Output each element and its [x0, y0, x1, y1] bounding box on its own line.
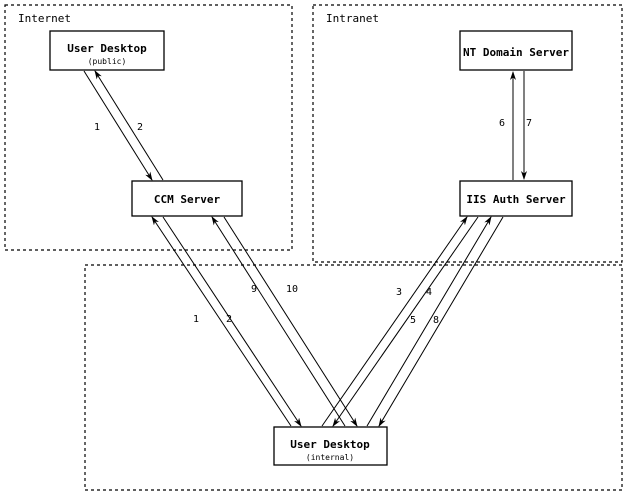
edge-label-4: 4 [426, 287, 432, 298]
zone-internet-border [4, 4, 293, 251]
user-desktop-public-box[interactable] [49, 30, 165, 71]
edge-label-9: 9 [251, 284, 257, 295]
flow-3-internal-to-iis [321, 216, 468, 427]
zone-intranet-label: Intranet [326, 12, 379, 25]
node-nt-domain-server[interactable]: NT Domain Server [459, 30, 573, 71]
flow-8-iis-to-internal [378, 216, 504, 427]
node-ccm-server[interactable]: CCM Server [131, 180, 243, 217]
flow-10-ccm-to-internal [223, 216, 358, 427]
edge-label-3: 3 [396, 287, 402, 298]
flow-9-internal-to-ccm [211, 216, 346, 427]
zone-intranet: Intranet [312, 4, 623, 263]
user-desktop-internal-subtitle: (internal) [306, 453, 354, 462]
edge-label-2-bottom: 2 [226, 314, 232, 325]
edge-label-8: 8 [433, 315, 439, 326]
zone-internet: Internet [4, 4, 293, 251]
flow-1-internal-to-ccm [151, 216, 292, 427]
flow-1-public-to-ccm [83, 70, 153, 181]
zone-intranet-border [312, 4, 623, 263]
zone-internet-label: Internet [18, 12, 71, 25]
ccm-server-box[interactable] [131, 180, 243, 217]
edge-label-7: 7 [526, 118, 532, 129]
user-desktop-internal-box[interactable] [273, 426, 388, 466]
nt-domain-server-title: NT Domain Server [463, 46, 569, 59]
node-user-desktop-internal[interactable]: User Desktop (internal) [273, 426, 388, 466]
flow-5-internal-to-iis [366, 216, 492, 427]
edge-label-1-top: 1 [94, 122, 100, 133]
edge-label-2-top: 2 [137, 122, 143, 133]
node-user-desktop-public[interactable]: User Desktop (public) [49, 30, 165, 71]
flow-4-iis-to-internal [332, 216, 479, 427]
edge-label-1-bottom: 1 [193, 314, 199, 325]
user-desktop-internal-title: User Desktop [290, 438, 370, 451]
zone-internal [84, 264, 623, 491]
user-desktop-public-subtitle: (public) [88, 57, 127, 66]
iis-auth-server-box[interactable] [459, 180, 573, 217]
flow-2-ccm-to-internal [162, 216, 302, 427]
user-desktop-public-title: User Desktop [67, 42, 147, 55]
edge-label-5: 5 [410, 315, 416, 326]
ccm-server-title: CCM Server [154, 193, 221, 206]
iis-auth-server-title: IIS Auth Server [466, 193, 566, 206]
node-iis-auth-server[interactable]: IIS Auth Server [459, 180, 573, 217]
edge-label-10: 10 [286, 284, 298, 295]
nt-domain-server-box[interactable] [459, 30, 573, 71]
flow-2-ccm-to-public [94, 70, 164, 181]
edge-label-6: 6 [499, 118, 505, 129]
zone-internal-border [84, 264, 623, 491]
